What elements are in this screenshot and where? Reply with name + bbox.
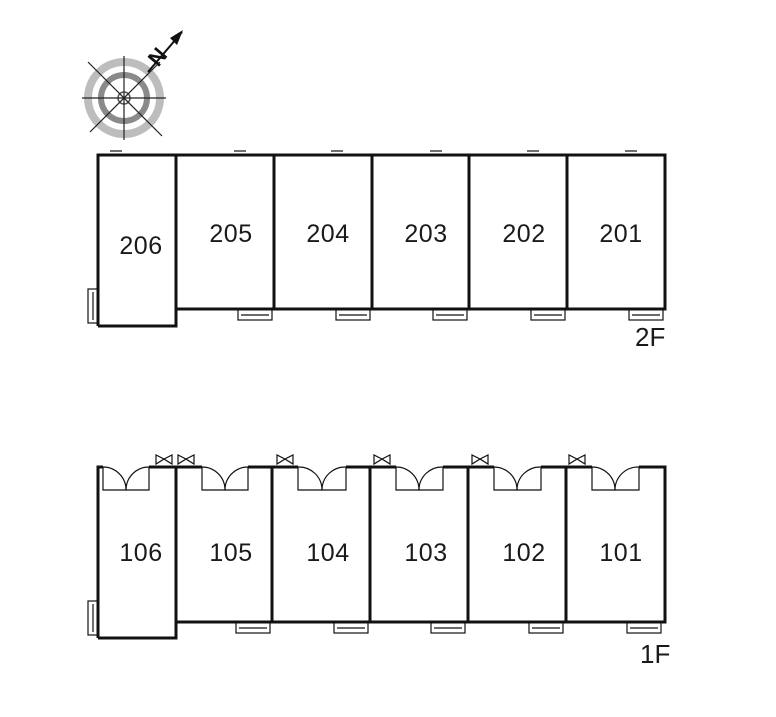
unit-204: 204	[306, 220, 349, 248]
balcony-marks-1f	[235, 621, 662, 634]
meter-box-marks-1f	[155, 454, 586, 466]
unit-206: 206	[119, 232, 162, 260]
side-balcony-206	[87, 288, 99, 324]
north-arrow-compass-icon: N	[82, 30, 183, 140]
unit-201: 201	[599, 220, 642, 248]
unit-203: 203	[404, 220, 447, 248]
unit-101: 101	[599, 539, 642, 567]
floor-1f: 106 105 104 103 102 101 1F	[87, 454, 670, 669]
unit-105: 105	[209, 539, 252, 567]
unit-106: 106	[119, 539, 162, 567]
unit-103: 103	[404, 539, 447, 567]
unit-104: 104	[306, 539, 349, 567]
door-swings-1f	[102, 466, 640, 491]
unit-202: 202	[502, 220, 545, 248]
balcony-marks-2f	[237, 308, 664, 321]
unit-102: 102	[502, 539, 545, 567]
unit-205: 205	[209, 220, 252, 248]
floor-2f: 206 205 204 203 202 201 2F	[87, 150, 667, 352]
floor-label-2f: 2F	[635, 322, 665, 352]
floor-label-1f: 1F	[640, 639, 670, 669]
side-balcony-106	[87, 600, 99, 636]
